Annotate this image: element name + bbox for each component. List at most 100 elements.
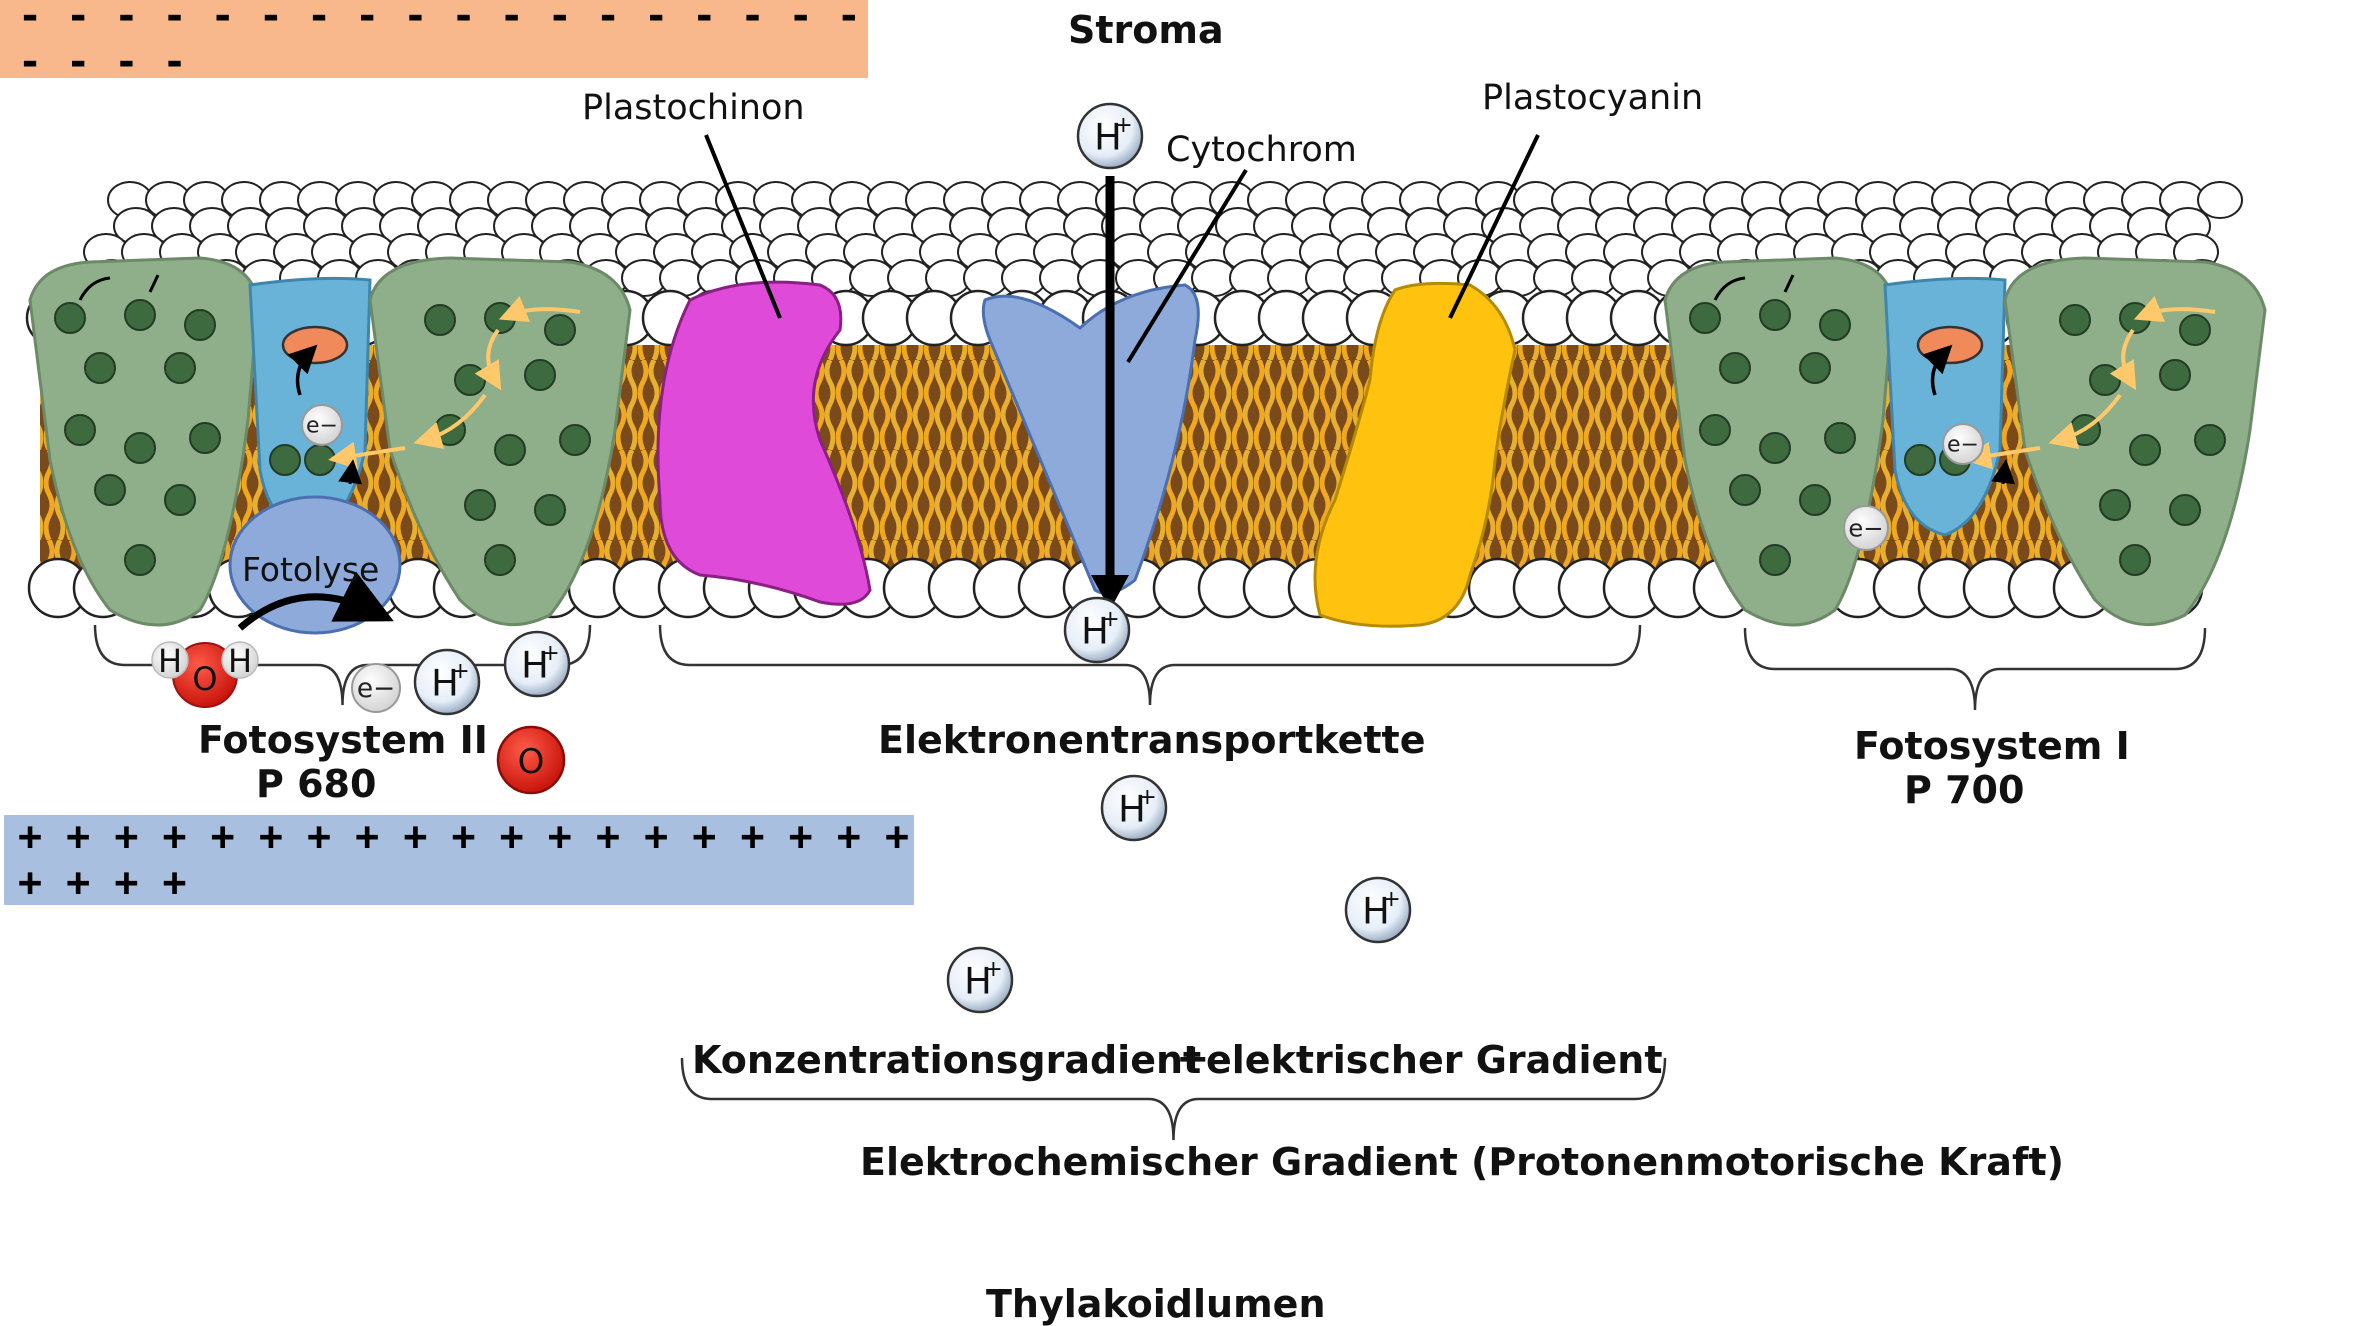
pigment-molecule <box>2179 314 2211 346</box>
proton-charge: + <box>541 640 560 666</box>
photosystem-2-name: Fotosystem II <box>198 718 488 762</box>
photosystem-1-complex <box>1663 256 2267 627</box>
proton-sphere <box>1100 774 1168 842</box>
hydrogen-symbol: H <box>158 642 182 680</box>
proton-symbol: H <box>1094 115 1122 158</box>
plastocyanin-label: Plastocyanin <box>1482 78 1704 118</box>
pigment-molecule <box>2119 544 2151 576</box>
pigment-molecule <box>454 364 486 396</box>
energy-transfer-arrow <box>1963 441 2041 470</box>
cytochrom-label: Cytochrom <box>1166 130 1357 170</box>
subunit-edge-line <box>78 276 111 301</box>
pigment-molecule <box>54 302 86 334</box>
proton-charge: + <box>1138 784 1157 810</box>
proton-charge: + <box>1101 606 1120 632</box>
pigment-molecule <box>1759 544 1791 576</box>
pigment-molecule <box>124 299 156 331</box>
pigment-molecule <box>2159 359 2191 391</box>
pigment-molecule <box>544 314 576 346</box>
stroma-label: Stroma <box>1068 8 1224 52</box>
energy-transfer-arrow <box>2109 328 2137 391</box>
proton-sphere <box>1063 596 1131 664</box>
proton-symbol: H <box>1362 889 1390 932</box>
pigment-molecule <box>494 434 526 466</box>
photosystem-2-brace <box>93 624 592 706</box>
electron-flow-arrow <box>287 344 318 396</box>
electron-symbol: e− <box>1848 514 1883 542</box>
electron-transport-chain-brace <box>658 624 1642 706</box>
proton-lumen: H+ <box>1063 596 1131 664</box>
electron-photosystem-2: e− <box>301 404 343 446</box>
pigment-molecule <box>559 424 591 456</box>
proton-sphere <box>1076 102 1144 170</box>
photosystem-1-code: P 700 <box>1904 768 2025 812</box>
pigment-molecule <box>2119 302 2151 334</box>
electron-flow-arrow <box>338 459 363 485</box>
reaction-center-pigment <box>269 444 301 476</box>
pigment-molecule <box>1699 414 1731 446</box>
electron-photosystem-1: e− <box>1843 505 1889 551</box>
thylakoid-lumen-label: Thylakoidlumen <box>986 1282 1326 1326</box>
membrane-proteins <box>28 256 2267 635</box>
proton-charge: + <box>984 956 1003 982</box>
pigment-molecule <box>184 309 216 341</box>
electron-transport-chain-label: Elektronentransportkette <box>878 718 1426 762</box>
electric-gradient-label: elektrischer Gradient <box>1206 1038 1663 1082</box>
pigment-molecule <box>524 359 556 391</box>
pigment-molecule <box>1799 484 1831 516</box>
proton-lumen: H+ <box>503 630 571 698</box>
pigment-molecule <box>164 484 196 516</box>
proton-pump-arrow-head <box>1091 575 1129 610</box>
photolysis-arrow <box>237 571 394 631</box>
released-oxygen: O <box>496 725 566 795</box>
hydrogen-atom <box>151 641 189 679</box>
proton-sphere <box>503 630 571 698</box>
proton-sphere <box>413 648 481 716</box>
pigment-molecule <box>64 414 96 446</box>
fotolyse-label: Fotolyse <box>242 550 380 589</box>
plastochinon-leader-line <box>704 134 782 319</box>
pigment-molecule <box>1819 309 1851 341</box>
negative-charge-signs: - - - - - - - - - - - - - - - - - - - - … <box>18 0 861 85</box>
electron-sphere <box>351 663 401 713</box>
pigment-molecule <box>2169 494 2201 526</box>
proton-sphere <box>946 946 1014 1014</box>
electron-photosystem-1: e− <box>1942 423 1984 465</box>
pigment-molecule <box>1689 302 1721 334</box>
proton-symbol: H <box>1081 609 1109 652</box>
energy-transfer-arrow <box>413 393 487 450</box>
electron-flow-arrow <box>1922 344 1953 396</box>
pigment-molecule <box>164 352 196 384</box>
pigment-molecule <box>2089 364 2121 396</box>
plus-sign: + <box>1176 1036 1210 1082</box>
proton-lumen: H+ <box>946 946 1014 1014</box>
pigment-molecule <box>124 432 156 464</box>
proton-lumen: H+ <box>413 648 481 716</box>
proton-charge: + <box>451 658 470 684</box>
photosystem-2-code: P 680 <box>256 762 377 806</box>
electrochemical-gradient-label: Elektrochemischer Gradient (Protonenmoto… <box>860 1140 2065 1184</box>
proton-symbol: H <box>431 661 459 704</box>
positive-charge-signs: + + + + + + + + + + + + + + + + + + + + … <box>18 814 910 906</box>
energy-transfer-arrow <box>2048 393 2122 450</box>
proton-charge: + <box>1382 886 1401 912</box>
concentration-gradient-label: Konzentrationsgradient <box>692 1038 1202 1082</box>
photosystem-2-complex <box>28 256 632 627</box>
proton-charge: + <box>1114 112 1133 138</box>
pigment-molecule <box>484 544 516 576</box>
photosystem-1-brace <box>1743 627 2207 711</box>
pigment-molecule <box>484 302 516 334</box>
proton-sphere <box>1344 876 1412 944</box>
pigment-molecule <box>1759 299 1791 331</box>
oxygen-symbol: O <box>518 742 545 782</box>
plastocyanin-protein <box>1313 281 1517 628</box>
plastocyanin-leader-line <box>1448 134 1540 319</box>
pigment-molecule <box>84 352 116 384</box>
electron-sphere <box>301 404 343 446</box>
proton-symbol: H <box>521 643 549 686</box>
electron-symbol: e− <box>1947 433 1979 458</box>
plastochinon-label: Plastochinon <box>582 88 805 128</box>
cytochrom-leader-line <box>1126 168 1248 364</box>
